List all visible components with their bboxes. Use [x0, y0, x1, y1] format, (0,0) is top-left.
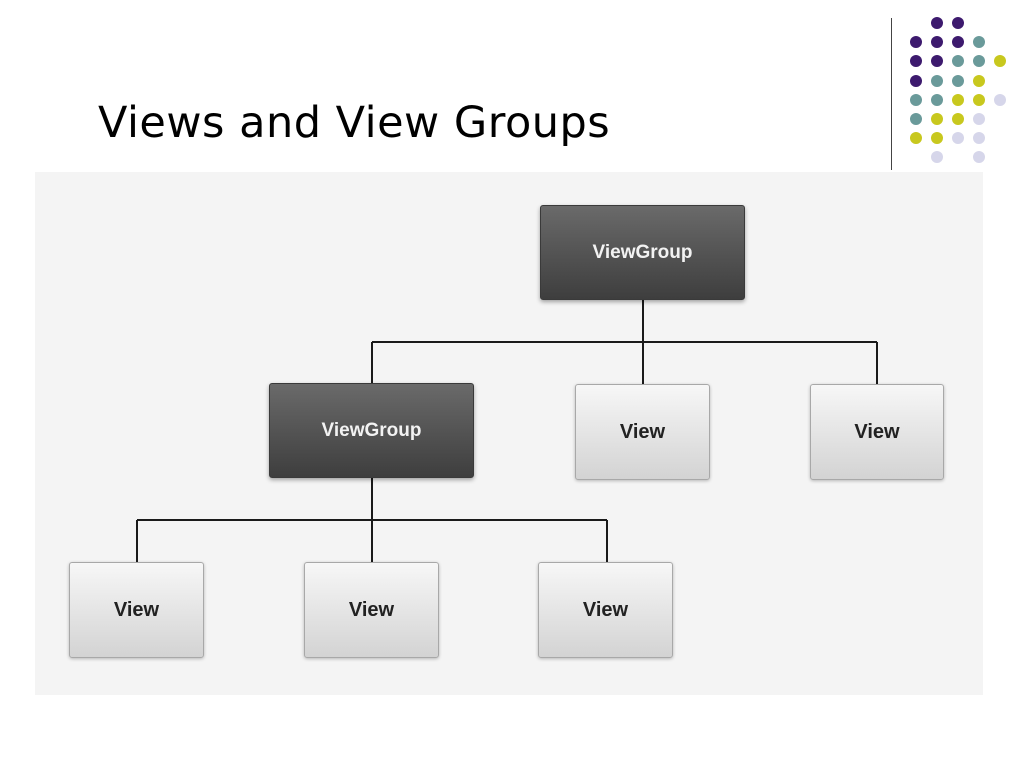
view-node-a: View: [575, 384, 710, 480]
title-divider: [891, 18, 892, 170]
decorative-dot: [994, 93, 1006, 106]
decorative-dot: [931, 55, 943, 68]
decorative-dot: [952, 113, 964, 125]
decorative-dot: [973, 132, 985, 145]
hierarchy-connectors: [136, 300, 878, 562]
decorative-dot: [910, 74, 922, 87]
leaf-view-node-2: View: [304, 562, 439, 658]
decorative-dot: [931, 132, 943, 145]
decorative-dot: [910, 113, 922, 125]
node-label: View: [582, 598, 629, 621]
decorative-dot: [910, 36, 922, 49]
diagram-panel: ViewGroup ViewGroup View View View View …: [35, 172, 983, 695]
decorative-dot: [931, 93, 943, 106]
slide-title: Views and View Groups: [98, 98, 611, 148]
node-label: ViewGroup: [321, 419, 422, 441]
decorative-dot: [910, 132, 922, 145]
node-label: View: [619, 420, 666, 443]
decorative-dot: [910, 93, 922, 106]
decorative-dot: [973, 113, 985, 125]
decorative-dot: [952, 74, 964, 87]
decorative-dot: [952, 36, 964, 49]
decorative-dot: [931, 17, 943, 29]
decorative-dot: [973, 93, 985, 106]
node-label: View: [854, 420, 900, 443]
decorative-dot: [952, 93, 964, 106]
view-node-b: View: [810, 384, 944, 480]
decorative-dot: [952, 17, 964, 29]
decorative-dot: [994, 55, 1006, 68]
decorative-dot: [931, 74, 943, 87]
decorative-dot: [952, 132, 964, 145]
decorative-dot: [973, 55, 985, 68]
decorative-dot: [910, 55, 922, 68]
node-label: ViewGroup: [592, 241, 693, 263]
decorative-dot: [931, 151, 943, 164]
leaf-view-node-1: View: [69, 562, 204, 658]
node-label: View: [113, 598, 160, 621]
decorative-dot: [973, 36, 985, 49]
root-viewgroup-node: ViewGroup: [540, 205, 745, 300]
decorative-dot: [973, 74, 985, 87]
decorative-dot: [952, 55, 964, 68]
decorative-dot: [931, 36, 943, 49]
decorative-dot: [973, 151, 985, 164]
leaf-view-node-3: View: [538, 562, 673, 658]
decorative-dot: [931, 113, 943, 125]
child-viewgroup-node: ViewGroup: [269, 383, 474, 478]
node-label: View: [348, 598, 395, 621]
